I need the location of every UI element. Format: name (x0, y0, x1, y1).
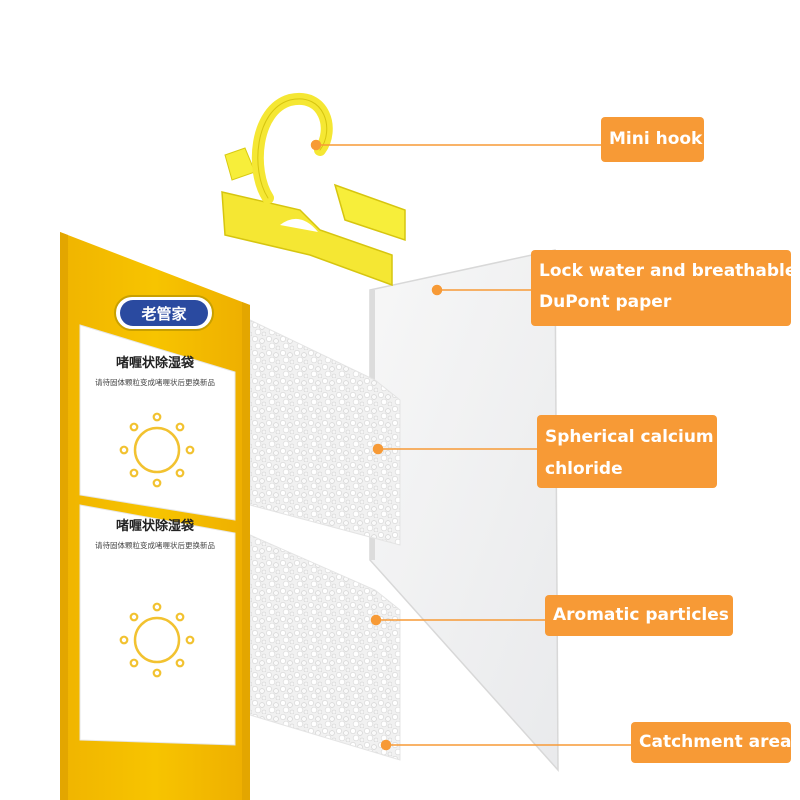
leader-lines (310, 139, 631, 751)
callout-calcium-chloride-line2: chloride (545, 459, 623, 479)
brand-logo: 老管家 (114, 295, 214, 331)
mini-hook (221, 92, 406, 287)
package-panel-top (79, 324, 236, 521)
callout-dupont-paper-line2: DuPont paper (539, 292, 672, 312)
callout-catchment-area-label: Catchment area (639, 732, 792, 752)
package-panel-bottom (79, 504, 236, 746)
callout-calcium-chloride: Spherical calcium chloride (537, 415, 717, 488)
sun-icon (119, 412, 195, 488)
sun-icon (119, 602, 195, 678)
panel-top-title: 啫喱状除湿袋 (116, 355, 195, 371)
callout-catchment-area: Catchment area (631, 722, 792, 763)
callout-calcium-chloride-line1: Spherical calcium (545, 427, 714, 447)
callout-aromatic-particles-label: Aromatic particles (553, 605, 729, 625)
callout-aromatic-particles: Aromatic particles (545, 595, 733, 636)
brand-logo-text: 老管家 (140, 305, 186, 323)
panel-top-subtitle: 请待固体颗粒变成啫喱状后更换新品 (95, 377, 215, 387)
callout-mini-hook: Mini hook (601, 117, 704, 162)
panel-bottom-subtitle: 请待固体颗粒变成啫喱状后更换新品 (95, 540, 215, 550)
panel-bottom-title: 啫喱状除湿袋 (116, 518, 195, 534)
callout-dupont-paper: Lock water and breathable DuPont paper (531, 250, 797, 326)
callout-dupont-paper-line1: Lock water and breathable (539, 261, 797, 281)
callout-mini-hook-label: Mini hook (609, 129, 703, 149)
